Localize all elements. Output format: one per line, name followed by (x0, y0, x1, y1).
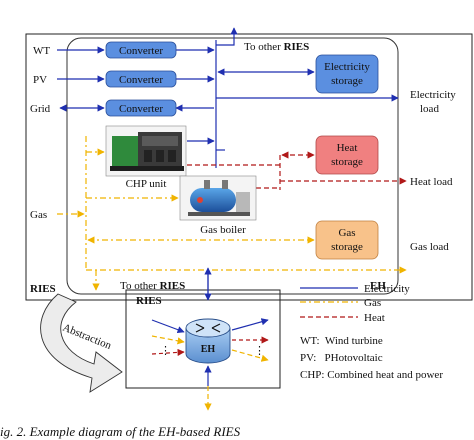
gas-storage: Gas storage (315, 220, 379, 260)
electricity-storage-line-1: Electricity (324, 61, 370, 73)
electricity-load-line-1: Electricity (410, 89, 456, 101)
legend-electricity-label: Electricity (364, 283, 410, 295)
gas-boiler-label: Gas boiler (200, 224, 246, 236)
legend-gas-label: Gas (364, 297, 381, 309)
abstraction-arrow (40, 293, 123, 393)
gas-storage-line-1: Gas (338, 227, 355, 239)
eh-frame (66, 37, 399, 295)
electricity-lines (57, 27, 399, 168)
ries-frame (25, 33, 473, 301)
inset-dots-left: ⋮ (160, 345, 171, 357)
to-other-ries-top: To other RIES (244, 41, 309, 53)
figure-caption: ig. 2. Example diagram of the EH-based R… (0, 424, 241, 439)
converter-1: Converter (105, 41, 177, 59)
abbrev-pv: PV: PHotovoltaic (300, 352, 383, 364)
heat-lines (187, 151, 407, 190)
ries-label: RIES (30, 283, 56, 295)
eh-label: EH (370, 280, 386, 292)
inset-ries-label: RIES (136, 295, 162, 307)
electricity-storage: Electricity storage (315, 54, 379, 94)
to-other-ries-bottom: To other RIES (120, 280, 185, 292)
inset-eh-label: EH (201, 344, 216, 355)
inset-ries-frame (125, 289, 281, 389)
source-wt: WT (33, 45, 50, 57)
heat-storage: Heat storage (315, 135, 379, 175)
source-grid: Grid (30, 103, 51, 115)
converter-2: Converter (105, 70, 177, 88)
chp-unit-image (105, 125, 187, 177)
eh-router-icon (185, 318, 231, 364)
heat-load-label: Heat load (410, 176, 453, 188)
to-other-ries-bottom-prefix: To other (120, 280, 160, 292)
inset-flows (151, 267, 269, 411)
gas-lines (57, 136, 407, 291)
converter-2-label: Converter (119, 74, 163, 86)
to-other-ries-top-bold: RIES (284, 41, 310, 53)
heat-storage-line-2: storage (331, 156, 363, 168)
inset-dots-right: ⋮ (254, 345, 265, 357)
electricity-storage-line-2: storage (331, 75, 363, 87)
legend: Electricity Gas Heat (300, 283, 410, 324)
converter-1-label: Converter (119, 45, 163, 57)
to-other-ries-bottom-bold: RIES (160, 280, 186, 292)
heat-storage-line-1: Heat (337, 142, 358, 154)
source-pv: PV (33, 74, 47, 86)
converter-3-label: Converter (119, 103, 163, 115)
gas-boiler-image (179, 175, 257, 221)
chp-unit-label: CHP unit (126, 178, 167, 190)
abbrev-chp: CHP: Combined heat and power (300, 369, 443, 381)
legend-heat-label: Heat (364, 312, 385, 324)
gas-load-label: Gas load (410, 241, 449, 253)
abbrev-wt: WT: Wind turbine (300, 335, 383, 347)
to-other-ries-top-prefix: To other (244, 41, 284, 53)
abstraction-label: Abstraction (61, 322, 114, 353)
gas-storage-line-2: storage (331, 241, 363, 253)
electricity-load-line-2: load (420, 103, 439, 115)
source-gas: Gas (30, 209, 47, 221)
converter-3: Converter (105, 99, 177, 117)
